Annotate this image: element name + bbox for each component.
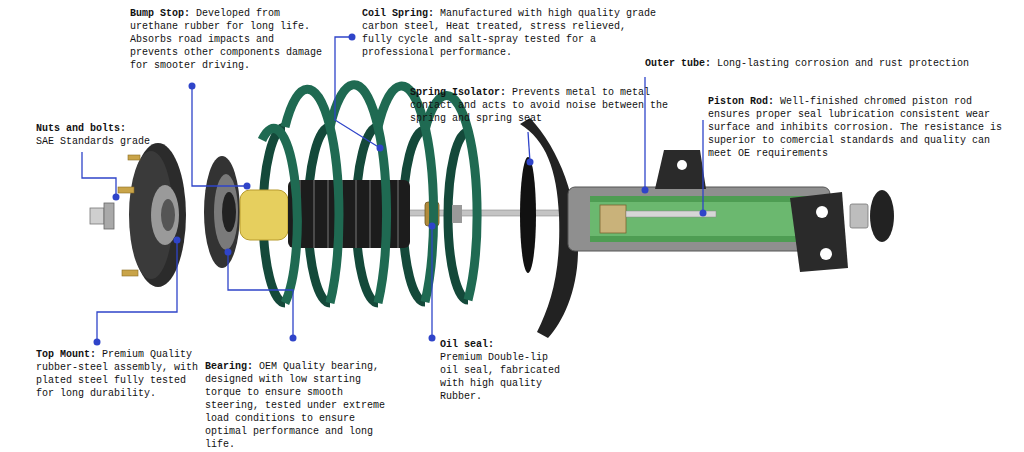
tube-cutaway bbox=[590, 196, 812, 242]
leader-dot bbox=[527, 159, 534, 166]
coil bbox=[425, 95, 477, 300]
coil bbox=[262, 128, 297, 303]
leader-line bbox=[528, 132, 530, 162]
callout: Coil Spring:Manufactured with high quali… bbox=[362, 7, 662, 59]
leader-dot bbox=[113, 194, 120, 201]
callout-heading: Outer tube: bbox=[645, 58, 711, 69]
callout-heading: Nuts and bolts: bbox=[36, 122, 160, 135]
bushing bbox=[870, 190, 894, 242]
spring-isolator bbox=[520, 157, 536, 273]
callout-text: Long-lasting corrosion and rust protecti… bbox=[717, 58, 969, 69]
bearing-hole bbox=[222, 192, 236, 232]
bolt bbox=[850, 204, 868, 228]
top-bracket bbox=[655, 150, 706, 189]
leader-dot bbox=[700, 210, 707, 217]
bracket-hole bbox=[816, 206, 828, 218]
callout: Top Mount:Premium Quality rubber-steel a… bbox=[36, 348, 201, 400]
coil bbox=[448, 132, 468, 300]
inner-cylinder bbox=[590, 202, 812, 236]
leader-dot bbox=[349, 34, 356, 41]
nut bbox=[90, 208, 104, 224]
callout-heading: Spring Isolator: bbox=[410, 87, 506, 98]
leader-dot bbox=[189, 83, 196, 90]
callout-text: SAE Standards grade bbox=[36, 136, 150, 147]
callout-text: Premium Double-lip oil seal, fabricated … bbox=[440, 352, 560, 402]
leader-line bbox=[82, 152, 116, 197]
callout-heading: Bump Stop: bbox=[130, 8, 190, 19]
leader-dot bbox=[377, 145, 384, 152]
stud bbox=[122, 270, 138, 276]
callout-heading: Piston Rod: bbox=[708, 96, 774, 107]
leader-line bbox=[431, 226, 432, 338]
leader-line bbox=[97, 240, 177, 342]
top-mount-hole bbox=[161, 199, 175, 231]
dust-boot bbox=[288, 180, 410, 248]
outer-tube bbox=[568, 187, 830, 251]
callout: Spring Isolator:Prevents metal to metal … bbox=[410, 86, 670, 125]
leader-dot bbox=[225, 249, 232, 256]
callout-heading: Coil Spring: bbox=[362, 8, 434, 19]
bearing bbox=[204, 156, 240, 268]
callout-heading: Top Mount: bbox=[36, 349, 96, 360]
callout: Outer tube: Long-lasting corrosion and ru… bbox=[645, 57, 1005, 70]
leader-line bbox=[192, 86, 247, 186]
leader-dot bbox=[429, 223, 436, 230]
rod-nut bbox=[452, 205, 462, 223]
leader-line bbox=[228, 252, 293, 338]
bump-stop bbox=[240, 190, 288, 240]
leader-dot bbox=[642, 187, 649, 194]
knuckle-bracket bbox=[790, 192, 848, 272]
callout-text: OEM Quality bearing, designed with low s… bbox=[205, 361, 385, 450]
top-mount-hub bbox=[151, 185, 179, 245]
stud bbox=[118, 187, 134, 193]
callout: Nuts and bolts:SAE Standards grade bbox=[36, 122, 166, 148]
leader-dot bbox=[174, 237, 181, 244]
callout-heading: Bearing: bbox=[205, 361, 253, 372]
leader-lines bbox=[82, 37, 703, 342]
washer bbox=[104, 203, 114, 229]
callout: Bump Stop:Developed from urethane rubber… bbox=[130, 7, 327, 72]
leader-dot bbox=[94, 339, 101, 346]
stud bbox=[128, 155, 140, 160]
piston bbox=[600, 205, 626, 233]
callout: Oil seal:Premium Double-lip oil seal, fa… bbox=[440, 338, 566, 403]
leader-dot bbox=[244, 183, 251, 190]
leader-dot bbox=[290, 335, 297, 342]
leader-dots bbox=[94, 34, 707, 346]
leader-line bbox=[702, 120, 703, 213]
callout-heading: Oil seal: bbox=[440, 338, 560, 351]
bracket-hole bbox=[677, 160, 687, 170]
leader-dot bbox=[429, 335, 436, 342]
callout: Piston Rod:Well-finished chromed piston … bbox=[708, 95, 1020, 160]
callout: Bearing:OEM Quality bearing, designed wi… bbox=[205, 360, 391, 451]
bracket-hole bbox=[820, 248, 832, 260]
